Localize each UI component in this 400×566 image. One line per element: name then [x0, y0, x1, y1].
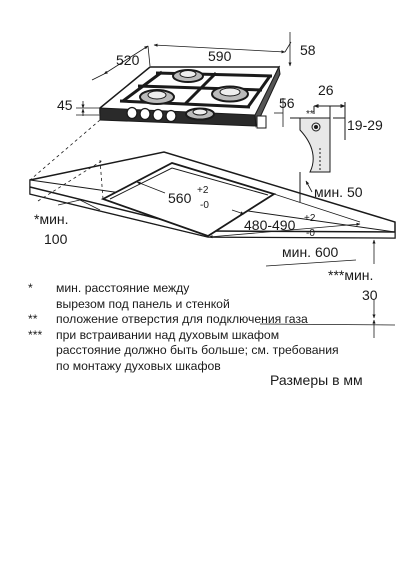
- footnote-mark: *: [28, 281, 33, 295]
- footnote-text: расстояние должно быть больше; см. требо…: [56, 343, 339, 358]
- footnote-mark: **: [28, 312, 38, 327]
- dim-min-30-value: 30: [362, 287, 378, 303]
- dim-height-45: 45: [57, 97, 73, 113]
- dim-pipe-asterisks: **: [306, 109, 314, 120]
- dim-cutout-480-tol-plus: +2: [304, 213, 316, 224]
- dim-min-50: мин. 50: [314, 184, 363, 200]
- footnote-text: вырезом под панель и стенкой: [56, 296, 230, 311]
- dim-cutout-560-tol-plus: +2: [197, 185, 209, 196]
- dim-cutout-560: 560: [168, 190, 192, 206]
- footnote-text: по монтажу духовых шкафов: [56, 358, 221, 373]
- footnote-row: * мин. расстояние между: [28, 281, 388, 297]
- dim-width-520: 520: [116, 52, 140, 68]
- footnote-row: *** при встраивании над духовым шкафом: [28, 328, 388, 344]
- knobs: [126, 106, 177, 123]
- worktop: [29, 119, 396, 239]
- dim-pipe-26: 26: [318, 82, 334, 98]
- dim-depth-56: 56: [279, 95, 295, 111]
- dim-cutout-480-tol-minus: -0: [306, 228, 315, 239]
- dim-min-100-label: *мин.: [34, 211, 69, 227]
- dim-width-590: 590: [208, 48, 232, 64]
- dim-cutout-560-tol-minus: -0: [200, 200, 209, 211]
- units-caption: Размеры в мм: [270, 372, 363, 388]
- dim-min-600: мин. 600: [282, 244, 339, 260]
- footnote-row: ** положение отверстия для подключения г…: [28, 312, 388, 328]
- dim-pipe-19-29: 19-29: [347, 117, 383, 133]
- footnote-mark: ***: [28, 327, 43, 342]
- footnote-row: вырезом под панель и стенкой: [28, 297, 388, 313]
- burners: [139, 69, 249, 121]
- footnote-row: расстояние должно быть больше; см. требо…: [28, 343, 388, 359]
- dim-min-100-value: 100: [44, 231, 68, 247]
- dim-min-30-label: ***мин.: [328, 267, 373, 283]
- footnote-mark: [28, 343, 56, 359]
- footnote-text: при встраивании над духовым шкафом: [56, 327, 280, 342]
- dim-cutout-480-490: 480-490: [244, 217, 296, 233]
- footnote-mark: [28, 359, 56, 375]
- footnote-row: по монтажу духовых шкафов: [28, 359, 388, 375]
- dim-depth-58: 58: [300, 42, 316, 58]
- hob-illustration: [99, 65, 281, 129]
- footnotes: * мин. расстояние между вырезом под пане…: [28, 281, 388, 375]
- footnote-text: мин. расстояние между: [56, 281, 190, 295]
- footnote-mark: [28, 297, 56, 313]
- dim-cutout-560-value: 560: [168, 190, 192, 206]
- footnote-text: положение отверстия для подключения газа: [56, 312, 308, 327]
- gas-connection-detail: [290, 102, 346, 173]
